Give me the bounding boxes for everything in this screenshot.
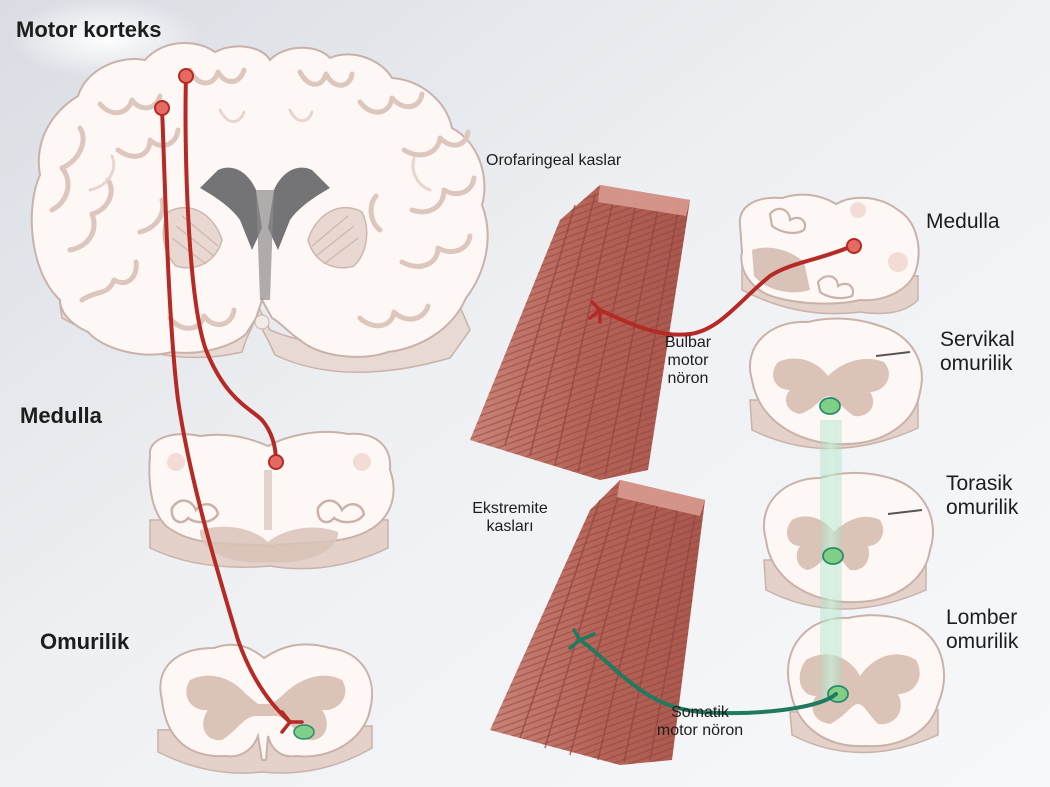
- label-lumbar-cord: Lomber omurilik: [946, 606, 1018, 653]
- label-line: omurilik: [940, 352, 1015, 376]
- label-motor-cortex: Motor korteks: [16, 18, 161, 43]
- label-line: Lomber: [946, 606, 1018, 630]
- label-line: nöron: [648, 370, 728, 388]
- label-line: Torasik: [946, 472, 1018, 496]
- label-line: motor nöron: [630, 722, 770, 740]
- label-line: Bulbar: [648, 334, 728, 352]
- label-oropharyngeal-muscles: Orofaringeal kaslar: [486, 152, 621, 170]
- label-line: kasları: [455, 518, 565, 536]
- label-medulla-right: Medulla: [926, 210, 1000, 234]
- label-spinal-cord-left: Omurilik: [40, 630, 129, 655]
- label-bulbar-motor-neuron: Bulbar motor nöron: [648, 334, 728, 388]
- brain-coronal-section: [32, 43, 488, 372]
- label-somatic-motor-neuron: Somatik motor nöron: [630, 704, 770, 740]
- label-extremity-muscles: Ekstremite kasları: [455, 500, 565, 536]
- spinal-cord-section-left: [158, 644, 372, 773]
- bulbar-neuron-cell-body: [847, 239, 861, 253]
- label-line: Somatik: [630, 704, 770, 722]
- label-thoracic-cord: Torasik omurilik: [946, 472, 1018, 519]
- label-line: Servikal: [940, 328, 1015, 352]
- label-medulla-left: Medulla: [20, 404, 102, 429]
- label-line: Ekstremite: [455, 500, 565, 518]
- label-line: omurilik: [946, 630, 1018, 654]
- lower-motor-nucleus-left-cord: [294, 725, 314, 739]
- thoracic-cord-section: [764, 473, 933, 609]
- label-line: motor: [648, 352, 728, 370]
- label-cervical-cord: Servikal omurilik: [940, 328, 1015, 375]
- lumbar-cord-section: [788, 615, 944, 752]
- label-line: omurilik: [946, 496, 1018, 520]
